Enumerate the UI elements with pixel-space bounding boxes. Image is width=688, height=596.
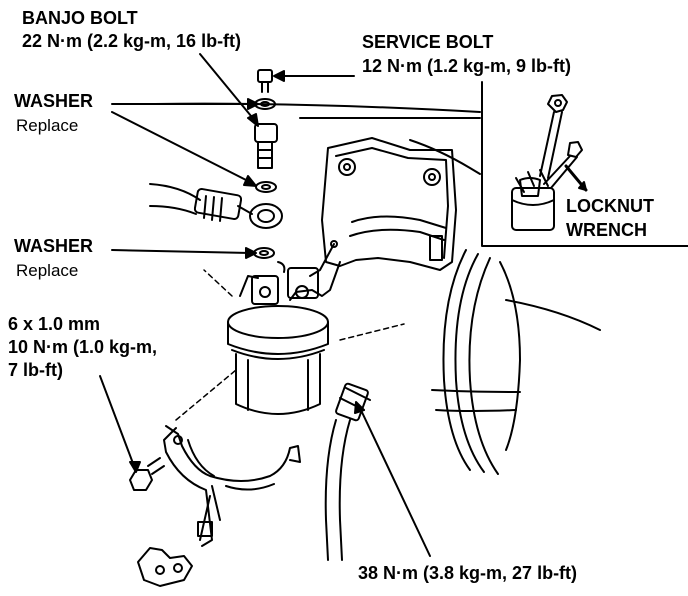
locknut-wrench-icon — [511, 94, 588, 231]
washer-upper-note: Replace — [16, 116, 79, 135]
mounting-bracket — [289, 137, 457, 301]
washer-upper-title: WASHER — [14, 91, 94, 111]
mount-bolt-torque-line2: 7 lb-ft) — [8, 360, 63, 380]
washer-lower-note: Replace — [16, 261, 79, 280]
banjo-bolt-title: BANJO BOLT — [22, 8, 138, 28]
mount-bolt-size: 6 x 1.0 mm — [8, 314, 101, 334]
locknut-label-line1: LOCKNUT — [566, 196, 654, 216]
locknut-label-line2: WRENCH — [566, 220, 647, 240]
fuel-filter-canister — [227, 267, 329, 415]
fuel-hose — [149, 183, 253, 222]
bottom-clip — [137, 547, 193, 587]
body-panel-lines — [154, 102, 481, 175]
callout-arrows — [99, 53, 431, 557]
wiring-harness — [431, 249, 601, 475]
mount-bolt-torque-line1: 10 N·m (1.0 kg-m, — [8, 337, 158, 357]
filter-clamp — [163, 425, 301, 547]
banjo-bolt-torque: 22 N·m (2.2 kg-m, 16 lb-ft) — [22, 31, 242, 51]
locknut-inset-frame — [481, 81, 688, 247]
washer-lower-title: WASHER — [14, 236, 94, 256]
service-bolt-title: SERVICE BOLT — [362, 32, 494, 52]
dashed-leaders — [175, 269, 405, 421]
flare-nut-torque: 38 N·m (3.8 kg-m, 27 lb-ft) — [358, 563, 578, 583]
fuel-feed-pipe — [324, 382, 371, 561]
service-bolt-torque: 12 N·m (1.2 kg-m, 9 lb-ft) — [362, 56, 572, 76]
banjo-assembly — [249, 69, 286, 273]
